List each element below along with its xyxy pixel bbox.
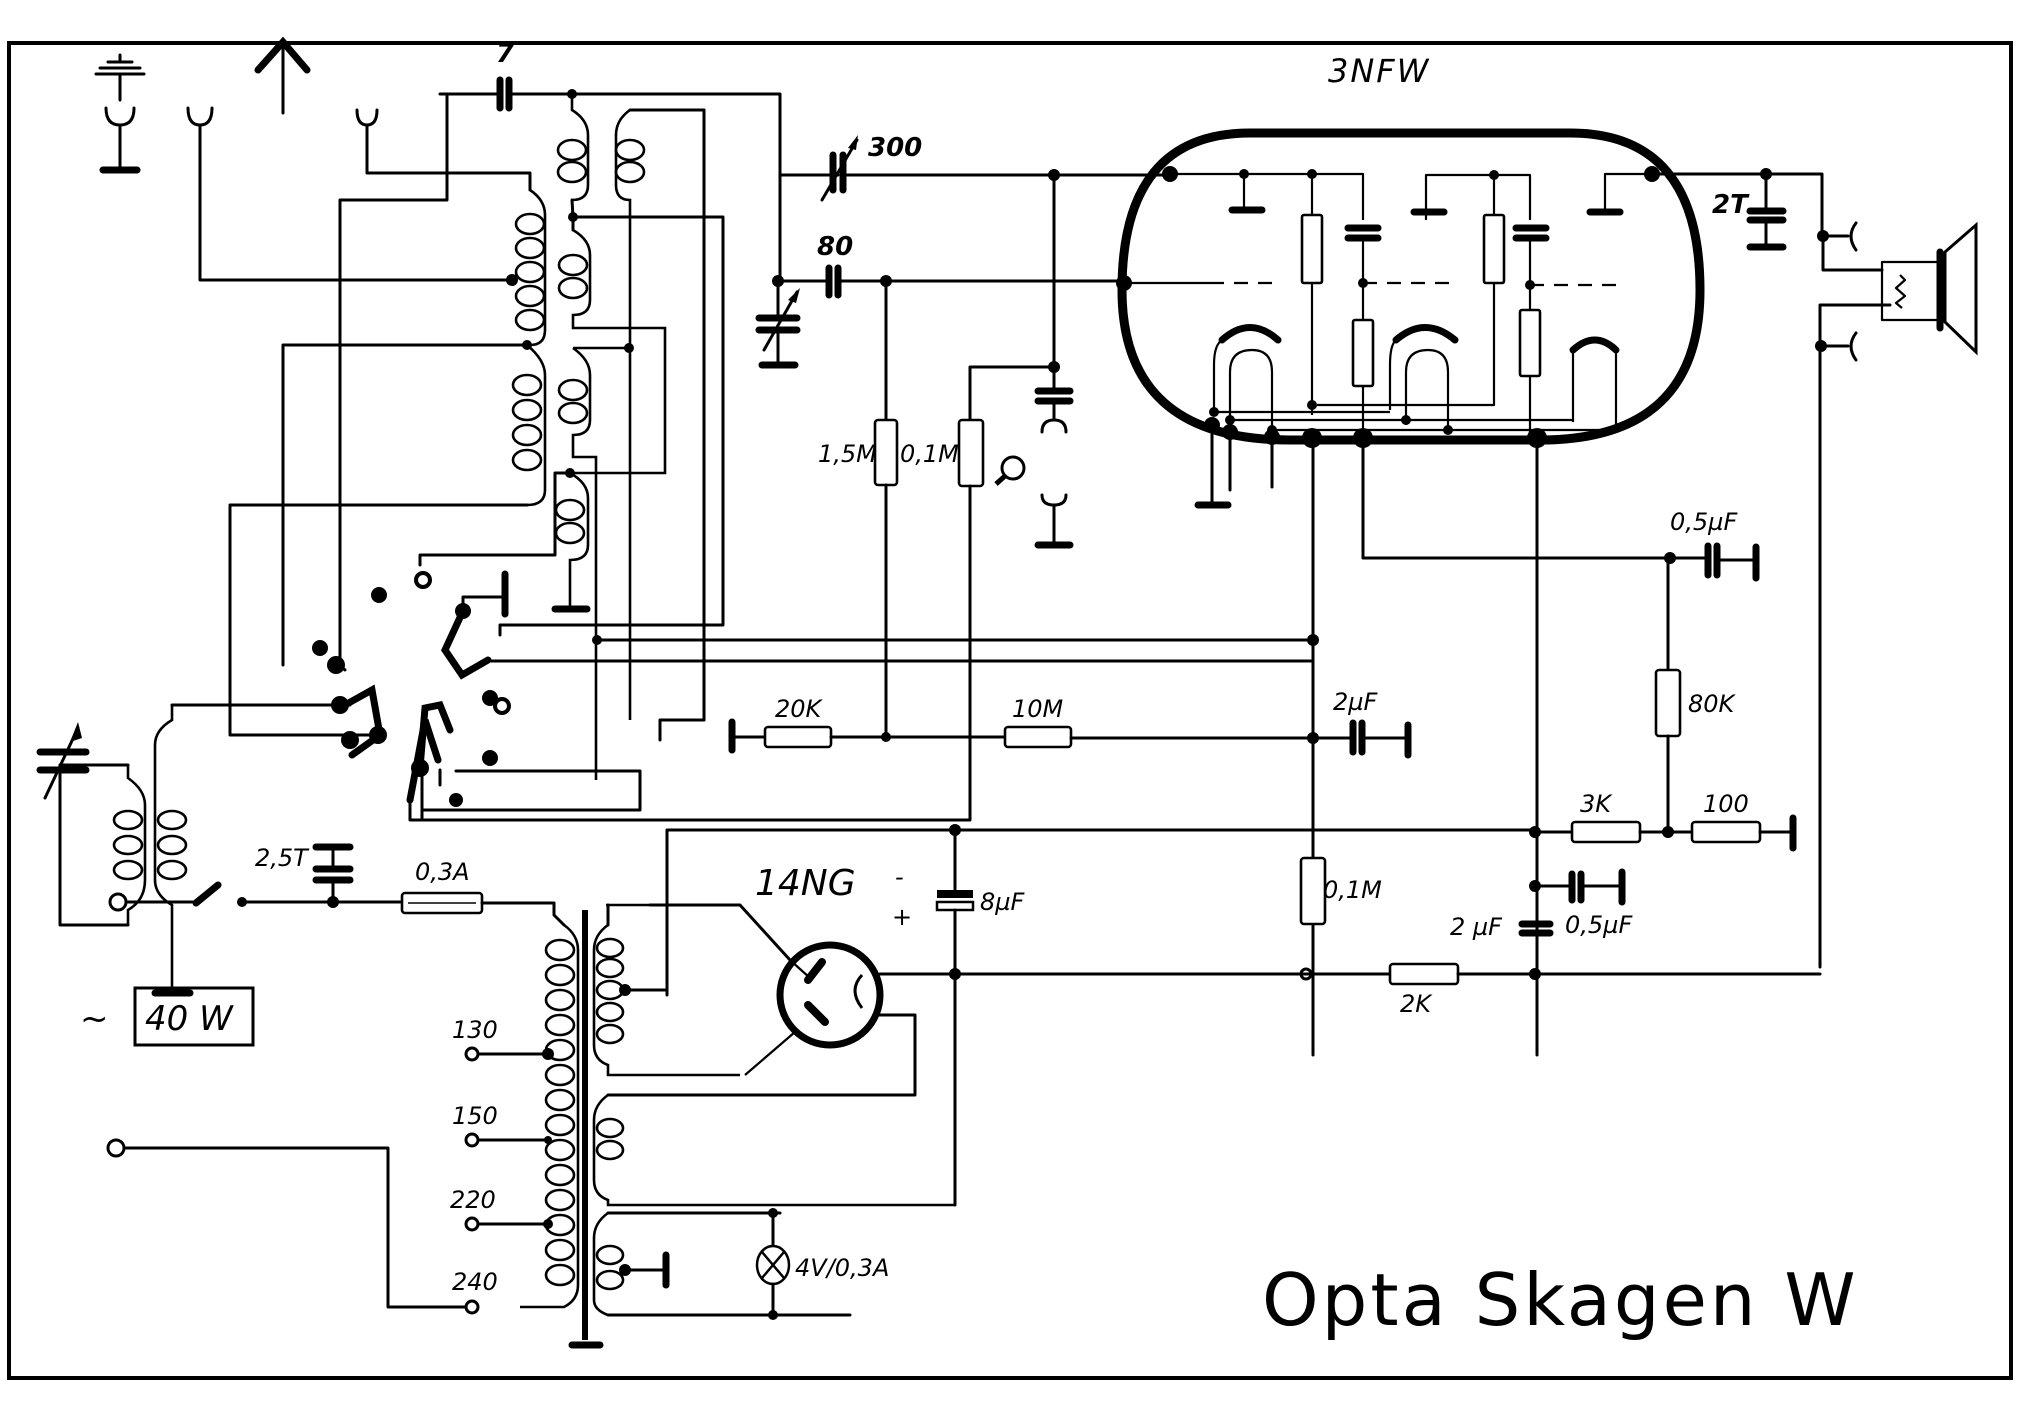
tube-3nfw bbox=[1116, 128, 1705, 448]
drawing-border bbox=[7, 41, 2013, 1380]
pickup-socket bbox=[1034, 365, 1074, 549]
resistor-80k bbox=[1654, 668, 1682, 738]
capacitor-0-5uf-low-label: 0,5µF bbox=[1565, 911, 1633, 939]
resistor-20k bbox=[763, 725, 833, 749]
input-tuning-transformer bbox=[36, 703, 352, 997]
resistor-10m bbox=[1003, 725, 1073, 749]
resistor-10m-label: 10M bbox=[1012, 695, 1064, 723]
capacitor-7-label: 7 bbox=[496, 39, 515, 69]
tone-capacitor-2t bbox=[1746, 172, 1787, 251]
resistor-3k bbox=[1570, 820, 1642, 844]
fuse-0-3a bbox=[400, 891, 484, 915]
capacitor-2uf-top bbox=[1349, 719, 1412, 759]
resistor-2k-label: 2K bbox=[1400, 990, 1433, 1018]
pilot-lamp-icon bbox=[755, 1244, 791, 1286]
rf-coil-left-lower bbox=[511, 344, 547, 507]
rf-coil-osc bbox=[551, 471, 591, 613]
tone-capacitor-label: 2T bbox=[1712, 190, 1750, 220]
resistor-100 bbox=[1690, 820, 1762, 844]
antenna-socket-1 bbox=[186, 106, 514, 282]
mains-tap-220-label: 220 bbox=[450, 1186, 496, 1214]
fuse-label: 0,3A bbox=[415, 858, 470, 886]
mains-tap-240-label: 240 bbox=[452, 1268, 498, 1296]
loudspeaker-icon bbox=[1880, 221, 1978, 356]
grid-capacitor-80-label: 80 bbox=[817, 232, 853, 262]
trimmer-capacitor-300 bbox=[820, 135, 859, 202]
rectifier-tube-14ng bbox=[744, 941, 884, 1076]
antenna-arrow-icon bbox=[254, 36, 311, 115]
capacitor-0-5uf-low bbox=[1568, 868, 1626, 906]
resistor-1-5m bbox=[873, 418, 899, 487]
tube-label: 3NFW bbox=[1328, 52, 1430, 90]
mains-tap-150 bbox=[464, 1132, 552, 1148]
capacitor-2uf-low bbox=[1518, 920, 1554, 937]
mains-tap-130 bbox=[464, 1046, 554, 1062]
wave-switch bbox=[312, 570, 1315, 822]
capacitor-7 bbox=[496, 76, 513, 112]
pilot-lamp-label: 4V/0,3A bbox=[795, 1254, 889, 1282]
rf-coil-middle-upper bbox=[556, 94, 590, 202]
capacitor-2uf-top-label: 2µF bbox=[1333, 688, 1379, 716]
mains-tap-150-label: 150 bbox=[452, 1102, 498, 1130]
resistor-0-1m-low-label: 0,1M bbox=[1323, 876, 1382, 904]
capacitor-0-5uf-top-label: 0,5µF bbox=[1670, 508, 1738, 536]
resistor-100-label: 100 bbox=[1703, 790, 1749, 818]
rectifier-label: 14NG bbox=[755, 863, 856, 904]
capacitor-0-5uf-top bbox=[1704, 542, 1760, 582]
earth-terminal bbox=[94, 53, 146, 174]
filter-capacitor-label: 8µF bbox=[980, 888, 1026, 916]
rf-coil-middle-mid bbox=[557, 228, 667, 475]
mains-tap-220 bbox=[464, 1216, 553, 1232]
volume-potentiometer bbox=[957, 418, 985, 488]
polarity-plus: + bbox=[892, 903, 912, 931]
antenna-socket-2 bbox=[355, 108, 532, 192]
ac-symbol: ~ bbox=[80, 999, 109, 1039]
polarity-minus: - bbox=[895, 863, 904, 891]
rf-coil-right bbox=[614, 108, 706, 720]
power-switch bbox=[192, 881, 247, 907]
mains-transformer bbox=[520, 903, 955, 1349]
resistor-0-1m-low bbox=[1299, 856, 1327, 926]
mains-capacitor-label: 2,5T bbox=[255, 844, 310, 872]
trimmer-300-label: 300 bbox=[868, 133, 922, 163]
mains-tap-240 bbox=[464, 1299, 480, 1315]
grid-capacitor-80 bbox=[825, 264, 842, 299]
filter-capacitor-8uf bbox=[935, 890, 975, 912]
resistor-2k bbox=[1388, 962, 1460, 986]
power-rating-value: 40 W bbox=[145, 999, 234, 1039]
volume-label: 0,1M bbox=[900, 440, 959, 468]
speaker-jacks bbox=[1815, 221, 1892, 969]
capacitor-2uf-low-label: 2 µF bbox=[1450, 913, 1503, 941]
schematic-title: Opta Skagen W bbox=[1262, 1258, 1859, 1342]
resistor-3k-label: 3K bbox=[1580, 790, 1613, 818]
rf-coil-left-upper bbox=[514, 188, 547, 347]
mains-tap-130-label: 130 bbox=[452, 1016, 498, 1044]
tuning-capacitor bbox=[755, 279, 801, 369]
rf-coil-middle-lower bbox=[557, 346, 629, 780]
resistor-80k-label: 80K bbox=[1688, 690, 1737, 718]
power-rating-box bbox=[133, 986, 255, 1047]
mains-capacitor-2-5t bbox=[312, 843, 354, 904]
resistor-1-5m-label: 1,5M bbox=[818, 440, 877, 468]
resistor-20k-label: 20K bbox=[775, 695, 824, 723]
